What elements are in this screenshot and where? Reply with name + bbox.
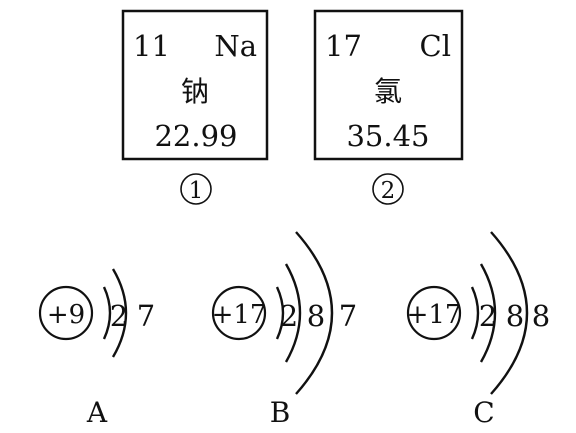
atom-diagram-c: +17 2 8 8 C (406, 231, 550, 429)
element-card-sodium: 11 Na 钠 22.99 (121, 9, 269, 161)
marker-number: 2 (381, 178, 396, 204)
atom-label: A (86, 396, 108, 429)
shell-2-electrons: 7 (137, 299, 155, 333)
element-name: 氯 (374, 75, 402, 108)
nucleus-circle (211, 285, 267, 341)
shell-2-electrons: 8 (307, 299, 325, 333)
atom-label: B (270, 396, 291, 429)
electron-shell-2 (284, 263, 302, 363)
marker-circle (180, 173, 212, 205)
electron-shell-1 (470, 286, 480, 340)
atom-diagram-a: +9 2 7 A (38, 268, 155, 429)
atom-label: C (473, 396, 494, 429)
electron-shell-2 (479, 263, 497, 363)
electron-shell-3 (295, 231, 334, 395)
card-border (313, 9, 464, 161)
atomic-mass: 22.99 (154, 119, 237, 153)
card-border (121, 9, 269, 161)
nucleus-charge: +17 (212, 300, 267, 330)
element-name: 钠 (181, 75, 209, 108)
electron-shell-1 (275, 286, 285, 340)
nucleus-charge: +9 (47, 300, 85, 330)
shell-1-electrons: 2 (110, 299, 128, 333)
shell-3-electrons: 7 (339, 299, 357, 333)
circled-marker-2: 2 (372, 173, 404, 205)
shell-2-electrons: 8 (506, 299, 524, 333)
element-symbol: Cl (420, 29, 451, 63)
nucleus-circle (406, 285, 462, 341)
atomic-number: 11 (133, 29, 170, 63)
marker-circle (372, 173, 404, 205)
shell-1-electrons: 2 (280, 299, 298, 333)
nucleus-circle (38, 285, 94, 341)
shell-1-electrons: 2 (479, 299, 497, 333)
nucleus-charge: +17 (407, 300, 462, 330)
atomic-mass: 35.45 (346, 119, 429, 153)
electron-shell-3 (490, 231, 529, 395)
atomic-number: 17 (325, 29, 362, 63)
marker-number: 1 (189, 178, 204, 204)
element-card-chlorine: 17 Cl 氯 35.45 (313, 9, 464, 161)
electron-shell-2 (111, 268, 128, 358)
atom-diagram-b: +17 2 8 7 B (211, 231, 357, 429)
element-symbol: Na (214, 29, 257, 63)
circled-marker-1: 1 (180, 173, 212, 205)
electron-shell-1 (102, 286, 112, 340)
shell-3-electrons: 8 (532, 299, 550, 333)
